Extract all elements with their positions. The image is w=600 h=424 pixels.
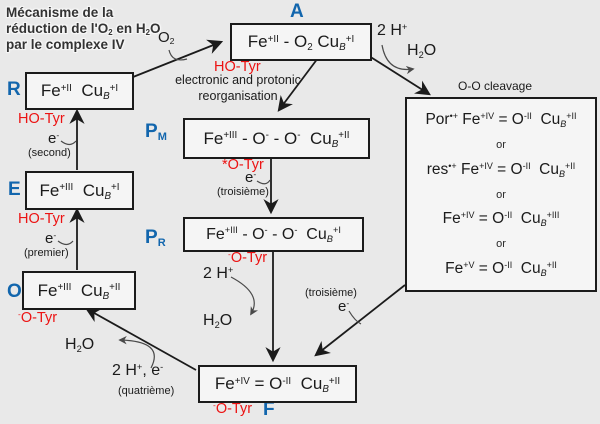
formula-e: Fe+III CuB+I [39, 180, 120, 202]
arrow-a-to-pm [277, 57, 319, 112]
state-box-pm: Fe+III - O- - O- CuB+II [183, 118, 370, 159]
formula-f: Fe+IV = O-II CuB+II [214, 374, 341, 396]
curve-e-premier [57, 240, 74, 246]
electron-quatrieme-note: (quatrième) [118, 385, 175, 397]
curve-2he-to-h2o-bot [118, 335, 155, 369]
water-bottom-label: H2O [65, 336, 95, 354]
title-line-1: Mécanisme de la [6, 5, 114, 20]
tyr-label-e: HO-Tyr [18, 211, 65, 227]
state-label-pr: PR [145, 227, 166, 250]
electron-troisieme-b-label: e- [338, 298, 350, 315]
protons-electron-bottom-label: 2 H+, e- [112, 361, 164, 379]
curve-e-troisieme [256, 179, 271, 185]
formula-pr: Fe+III - O- - O- CuB+I [206, 225, 341, 244]
state-label-e: E [8, 179, 21, 200]
arrow-a-to-cleavage [368, 55, 431, 96]
protons-top-label: 2 H+ [377, 21, 408, 39]
state-label-r: R [7, 79, 21, 100]
state-box-o: Fe+III CuB+II [22, 271, 136, 310]
electron-premier-note: (premier) [24, 247, 69, 259]
tyr-label-pm: *O-Tyr [222, 157, 264, 173]
cleavage-option-3: Fe+IV = O-II CuB+III [442, 210, 560, 229]
arrow-cleavage-to-f [314, 284, 406, 357]
state-box-a: Fe+II - O2 CuB+I [230, 23, 372, 61]
protons-mid-label: 2 H+ [203, 264, 234, 282]
curve-e-troisieme-b [348, 310, 362, 325]
state-box-e: Fe+III CuB+I [25, 171, 134, 210]
tyr-label-r: HO-Tyr [18, 111, 65, 127]
formula-r: Fe+II CuB+I [40, 81, 119, 103]
cleavage-title: O-O cleavage [458, 79, 533, 93]
electron-second-label: e- [48, 130, 60, 147]
diagram-title: Mécanisme de la réduction de l'O2 en H2O… [6, 5, 160, 53]
state-label-pm: PM [145, 121, 167, 144]
water-mid-label: H2O [203, 312, 233, 330]
tyr-label-f: -O-Tyr [213, 400, 253, 417]
reorganisation-line-2: reorganisation [198, 88, 278, 103]
curve-o2-in [168, 49, 188, 61]
electron-troisieme-b-note: (troisième) [305, 287, 357, 299]
state-box-f: Fe+IV = O-II CuB+II [198, 365, 357, 403]
o2-label: O2 [158, 29, 175, 47]
cleavage-option-1: Por•+ Fe+IV = O-II CuB+II [425, 110, 577, 129]
cleavage-or-1: or [496, 138, 506, 151]
formula-pm: Fe+III - O- - O- CuB+II [203, 128, 350, 150]
tyr-label-pr: -O-Tyr [228, 249, 268, 266]
electron-troisieme-note: (troisième) [217, 186, 269, 198]
formula-a: Fe+II - O2 CuB+I [247, 32, 355, 54]
curve-2h-to-h2o-mid [230, 276, 259, 316]
state-box-pr: Fe+III - O- - O- CuB+I [183, 217, 364, 252]
cleavage-box: Por•+ Fe+IV = O-II CuB+II or res•+ Fe+IV… [405, 97, 597, 292]
state-label-f: F [263, 399, 275, 420]
tyr-label-a: HO-Tyr [214, 59, 261, 75]
arrow-r-to-a [127, 39, 224, 80]
cleavage-or-3: or [496, 238, 506, 251]
formula-o: Fe+III CuB+II [37, 280, 121, 302]
reorganisation-line-1: electronic and protonic [175, 73, 301, 87]
electron-premier-label: e- [45, 230, 57, 247]
state-box-r: Fe+II CuB+I [25, 72, 134, 110]
curve-e-second [60, 140, 77, 146]
electron-second-note: (second) [28, 147, 71, 159]
water-top-label: H2O [407, 42, 437, 60]
cleavage-option-4: Fe+V = O-II CuB+II [445, 260, 557, 279]
cleavage-or-2: or [496, 188, 506, 201]
title-line-2: réduction de l'O2 en H2O [6, 20, 161, 38]
arrow-f-to-o [84, 307, 197, 371]
electron-troisieme-label: e- [245, 169, 257, 186]
state-label-a: A [290, 1, 304, 22]
state-label-o: O [7, 281, 22, 302]
title-line-3: par le complexe IV [6, 36, 125, 52]
tyr-label-o: -O-Tyr [18, 309, 58, 326]
reorganisation-note: electronic and protonic reorganisation [160, 73, 316, 104]
curve-2h-to-h2o-top [381, 44, 415, 75]
cleavage-option-2: res•+ Fe+IV = O-II CuB+II [426, 160, 576, 179]
